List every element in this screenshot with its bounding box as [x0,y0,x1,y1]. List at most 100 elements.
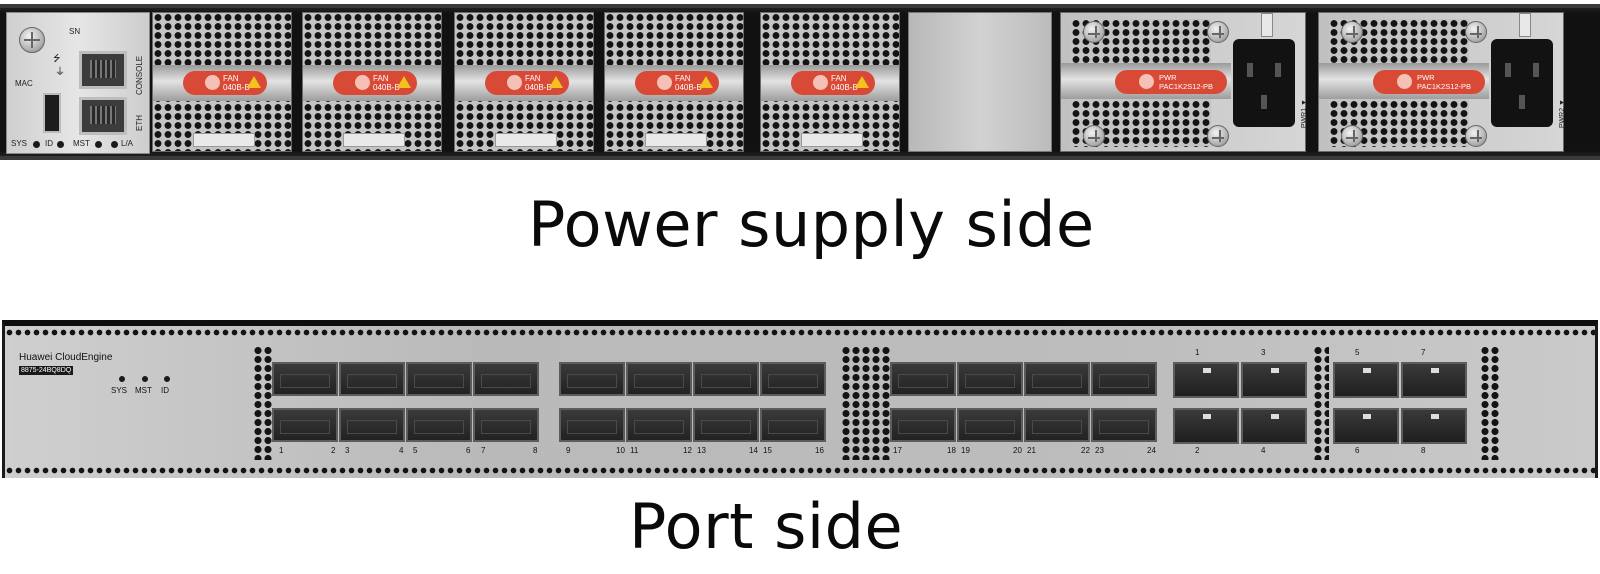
blank-filler-panel [908,12,1052,152]
qsfp-port-8[interactable] [1401,408,1467,444]
fan-tag: FAN 040B-B [183,71,267,95]
psu-model: PAC1K2S12-PB [1159,82,1214,91]
psu-latch[interactable] [1261,13,1273,37]
fan-module-4[interactable]: FAN 040B-B [604,12,744,152]
top-rail [0,4,1600,8]
inlet-pin [1505,63,1511,77]
fan-module-5[interactable]: FAN 040B-B [760,12,900,152]
qsfp-port-4[interactable] [1241,408,1307,444]
sfp-port-16[interactable] [760,408,826,442]
port-label: 7 [481,446,486,455]
sfp-port-15[interactable] [760,362,826,396]
sfp-port-13[interactable] [693,362,759,396]
qsfp-port-1[interactable] [1173,362,1239,398]
sfp-port-5[interactable] [406,362,472,396]
ac-power-inlet[interactable] [1491,39,1553,127]
sfp-port-11[interactable] [626,362,692,396]
sfp-port-22[interactable] [1024,408,1090,442]
qsfp-port-2[interactable] [1173,408,1239,444]
sfp-port-1[interactable] [272,362,338,396]
port-label: 4 [399,446,404,455]
fan-pull-handle[interactable] [801,133,863,147]
sfp-port-14[interactable] [693,408,759,442]
fan-module-3[interactable]: FAN 040B-B [454,12,594,152]
port-label: 19 [961,446,970,455]
led-label-mst: MST [135,386,152,395]
port-label: 9 [566,446,571,455]
port-label: 16 [815,446,824,455]
sfp-port-10[interactable] [559,408,625,442]
sfp-port-18[interactable] [890,408,956,442]
port-side-caption: Port side [629,490,904,563]
qsfp-label: 7 [1421,348,1426,357]
vent-block [1313,346,1329,460]
inlet-pin [1533,63,1539,77]
sfp-port-23[interactable] [1091,362,1157,396]
management-module: SN MAC ⏚ ⭍ CONSOLE ETH SYS ID MST L/A [6,12,150,154]
psu-screw-icon [1083,125,1105,147]
huawei-logo-icon [355,75,370,90]
sfp-port-20[interactable] [957,408,1023,442]
port-label: 6 [466,446,471,455]
led-label-la: L/A [121,139,134,148]
qsfp-port-5[interactable] [1333,362,1399,398]
warning-icon [855,76,869,88]
qsfp-port-7[interactable] [1401,362,1467,398]
port-label: 17 [893,446,902,455]
port-label: 1 [279,446,284,455]
sfp-port-12[interactable] [626,408,692,442]
power-module-1[interactable]: PWR PAC1K2S12-PB PWR1 ▼ [1060,12,1308,152]
psu-tag: PWR PAC1K2S12-PB [1115,70,1227,94]
port-label: 15 [763,446,772,455]
qsfp-port-3[interactable] [1241,362,1307,398]
sfp-port-6[interactable] [406,408,472,442]
port-label: 23 [1095,446,1104,455]
huawei-logo-icon [205,75,220,90]
port-label: 21 [1027,446,1036,455]
fan-pull-handle[interactable] [343,133,405,147]
port-label: 12 [683,446,692,455]
sfp-port-24[interactable] [1091,408,1157,442]
qsfp-label: 1 [1195,348,1200,357]
sfp-port-2[interactable] [272,408,338,442]
port-label: 5 [413,446,418,455]
sfp-port-9[interactable] [559,362,625,396]
captive-screw-icon [19,27,45,53]
huawei-logo-icon [507,75,522,90]
fan-pull-handle[interactable] [495,133,557,147]
sfp-port-7[interactable] [473,362,539,396]
fan-tag: FAN 040B-B [635,71,719,95]
port-label: 11 [630,446,639,455]
port-label: 20 [1013,446,1022,455]
sfp-port-8[interactable] [473,408,539,442]
sfp-port-4[interactable] [339,408,405,442]
eth-port[interactable] [79,97,127,135]
power-module-2[interactable]: PWR PAC1K2S12-PB PWR2 ▼ [1318,12,1566,152]
qsfp-port-6[interactable] [1333,408,1399,444]
vent-block [1480,346,1500,460]
fan-model: 040B-B [675,83,702,92]
usb-port[interactable] [43,93,61,133]
sfp-port-21[interactable] [1024,362,1090,396]
led-label-mst: MST [73,139,90,148]
ac-power-inlet[interactable] [1233,39,1295,127]
psu-latch[interactable] [1519,13,1531,37]
port-label: 13 [697,446,706,455]
id-led [164,376,170,382]
vent-block [253,346,273,460]
fan-pull-handle[interactable] [193,133,255,147]
port-label: 10 [616,446,625,455]
fan-label: FAN [373,74,389,83]
psu-screw-icon [1207,21,1229,43]
sfp-port-3[interactable] [339,362,405,396]
console-port[interactable] [79,51,127,89]
port-label: 22 [1081,446,1090,455]
fan-module-2[interactable]: FAN 040B-B [302,12,442,152]
sfp-port-19[interactable] [957,362,1023,396]
usb-icon: ⭍ [53,53,61,63]
sfp-port-17[interactable] [890,362,956,396]
fan-pull-handle[interactable] [645,133,707,147]
sys-led [33,141,40,148]
fan-module-1[interactable]: FAN 040B-B [152,12,292,152]
qsfp-label: 8 [1421,446,1426,455]
